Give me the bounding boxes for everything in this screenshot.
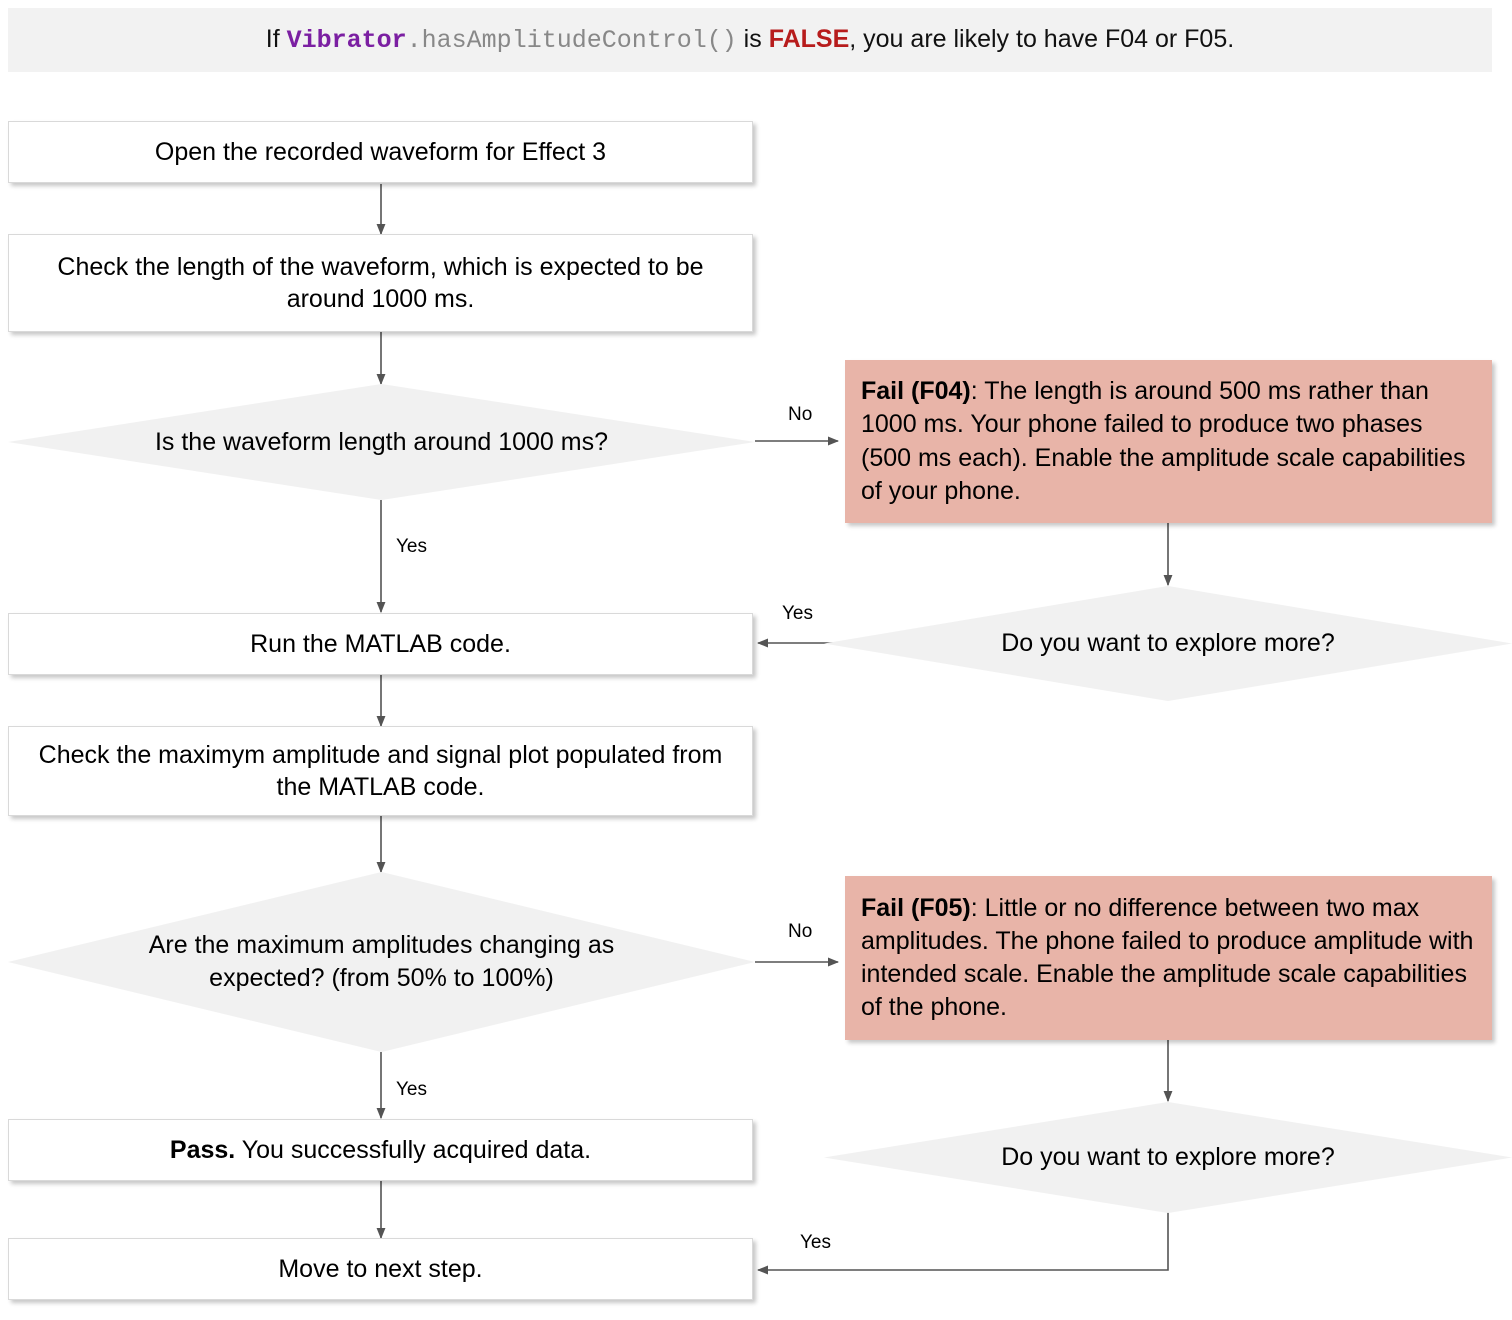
node-explore-more-1-label: Do you want to explore more? — [1001, 629, 1335, 657]
header-code-class: Vibrator — [286, 26, 407, 55]
node-fail-f05-rest: : Little or no difference between two ma… — [861, 893, 1474, 1022]
node-fail-f05-bold: Fail (F05) — [861, 893, 971, 922]
header-suffix: , you are likely to have F04 or F05. — [849, 25, 1235, 53]
node-pass[interactable]: Pass. You successfully acquired data. — [8, 1119, 753, 1181]
node-explore-more-2-label: Do you want to explore more? — [1001, 1143, 1335, 1171]
node-question-waveform-length[interactable]: Is the waveform length around 1000 ms? — [8, 384, 755, 500]
node-fail-f04-label: Fail (F04): The length is around 500 ms … — [861, 375, 1476, 508]
node-check-length[interactable]: Check the length of the waveform, which … — [8, 234, 753, 332]
node-run-matlab[interactable]: Run the MATLAB code. — [8, 613, 753, 675]
edge-label-no-2: No — [788, 921, 813, 942]
node-move-next[interactable]: Move to next step. — [8, 1238, 753, 1300]
node-question-waveform-length-label: Is the waveform length around 1000 ms? — [154, 427, 609, 456]
node-pass-rest: You successfully acquired data. — [235, 1135, 592, 1164]
node-move-next-label: Move to next step. — [278, 1254, 483, 1283]
node-check-length-label: Check the length of the waveform, which … — [57, 252, 704, 314]
node-fail-f04[interactable]: Fail (F04): The length is around 500 ms … — [845, 360, 1492, 523]
node-open-waveform[interactable]: Open the recorded waveform for Effect 3 — [8, 121, 753, 183]
edge-label-yes-2: Yes — [396, 1079, 427, 1100]
edge-label-yes-explore-1: Yes — [782, 603, 813, 624]
node-pass-label: Pass. You successfully acquired data. — [170, 1134, 591, 1167]
edge-label-yes-explore-2: Yes — [800, 1232, 831, 1253]
node-fail-f05[interactable]: Fail (F05): Little or no difference betw… — [845, 876, 1492, 1040]
node-pass-bold: Pass. — [169, 1135, 236, 1164]
header-false-value: FALSE — [768, 25, 850, 53]
node-question-amplitudes-label: Are the maximum amplitudes changing as e… — [148, 931, 615, 992]
node-run-matlab-label: Run the MATLAB code. — [250, 629, 511, 658]
header-mid: is — [736, 25, 769, 53]
node-check-amplitude-label: Check the maximym amplitude and signal p… — [38, 740, 723, 802]
node-explore-more-1[interactable]: Do you want to explore more? — [824, 586, 1512, 701]
node-open-waveform-label: Open the recorded waveform for Effect 3 — [154, 137, 607, 166]
node-question-amplitudes[interactable]: Are the maximum amplitudes changing as e… — [8, 872, 755, 1052]
node-fail-f04-rest: : The length is around 500 ms rather tha… — [861, 377, 1466, 505]
node-fail-f04-bold: Fail (F04) — [861, 377, 971, 405]
edge-label-no-1: No — [788, 404, 813, 425]
header-code-method: .hasAmplitudeControl() — [406, 26, 737, 55]
edge-label-yes-1: Yes — [396, 536, 427, 557]
node-explore-more-2[interactable]: Do you want to explore more? — [824, 1102, 1512, 1213]
header-text: If Vibrator.hasAmplitudeControl() is FAL… — [265, 25, 1235, 55]
header-prefix: If — [265, 25, 287, 53]
node-check-amplitude[interactable]: Check the maximym amplitude and signal p… — [8, 726, 753, 816]
header-banner: If Vibrator.hasAmplitudeControl() is FAL… — [8, 8, 1492, 72]
node-fail-f05-label: Fail (F05): Little or no difference betw… — [861, 892, 1476, 1025]
